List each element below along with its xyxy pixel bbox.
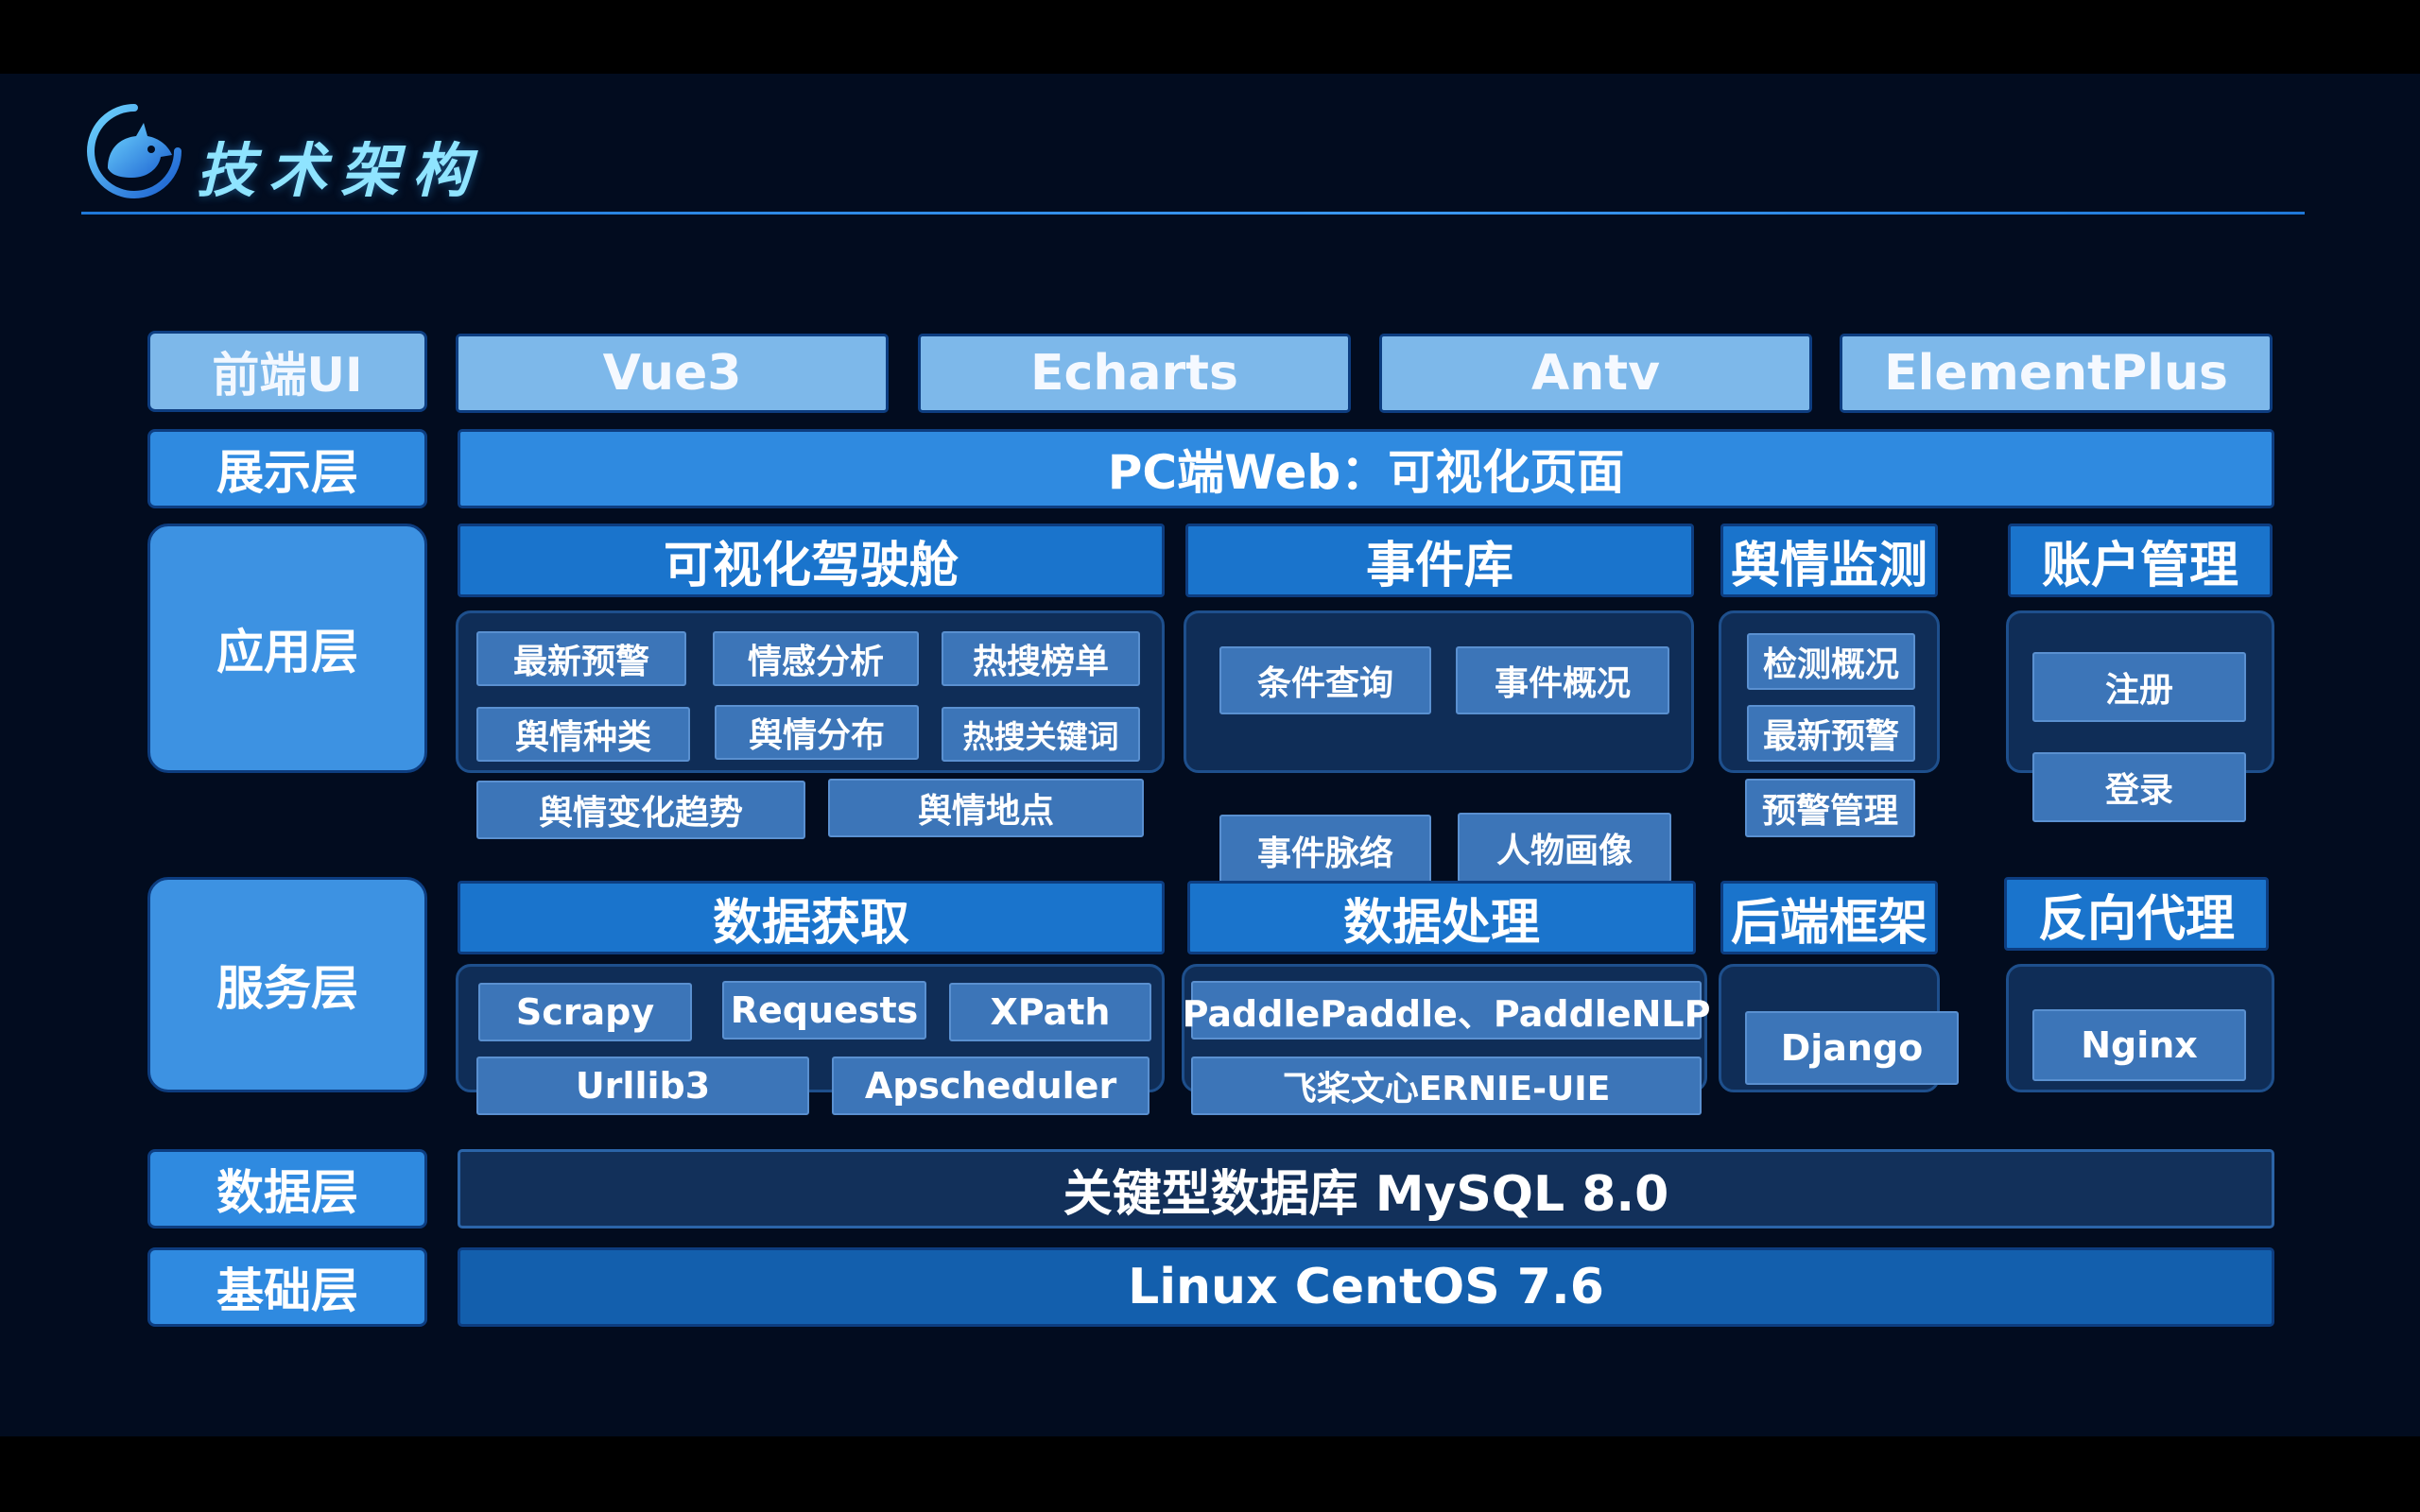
chip-register: 注册: [2032, 652, 2246, 722]
app-group-title-eventlib: 事件库: [1185, 524, 1694, 597]
chip-opinion-distribution: 舆情分布: [715, 705, 919, 760]
slide: 技术架构 前端UI Vue3 Echarts Antv ElementPlus …: [0, 74, 2420, 1436]
app-group-title-monitoring: 舆情监测: [1720, 524, 1938, 597]
service-group-title-processing: 数据处理: [1187, 881, 1696, 954]
chip-person-portrait: 人物画像: [1458, 813, 1671, 883]
chip-opinion-location: 舆情地点: [828, 779, 1144, 837]
chip-login: 登录: [2032, 752, 2246, 822]
app-group-title-account: 账户管理: [2008, 524, 2273, 597]
chip-django: Django: [1745, 1011, 1959, 1085]
header: 技术架构: [85, 102, 2307, 206]
frontend-item-echarts: Echarts: [918, 334, 1351, 413]
frontend-item-vue3: Vue3: [456, 334, 889, 413]
layer-label-application: 应用层: [147, 524, 427, 773]
chip-monitor-latest-warning: 最新预警: [1747, 705, 1915, 762]
chip-opinion-trend: 舆情变化趋势: [476, 781, 805, 839]
frontend-item-antv: Antv: [1379, 334, 1812, 413]
data-content: 关键型数据库 MySQL 8.0: [458, 1149, 2274, 1228]
chip-detection-overview: 检测概况: [1747, 633, 1915, 690]
chip-warning-management: 预警管理: [1745, 779, 1915, 837]
chip-opinion-type: 舆情种类: [476, 707, 690, 762]
chip-hot-search-list: 热搜榜单: [942, 631, 1140, 686]
chip-ernie-uie: 飞桨文心ERNIE-UIE: [1191, 1057, 1702, 1115]
layer-label-frontend: 前端UI: [147, 331, 427, 412]
layer-label-service: 服务层: [147, 877, 427, 1092]
service-group-title-backend: 后端框架: [1720, 881, 1938, 954]
rhino-logo-icon: [87, 104, 182, 198]
frontend-item-elementplus: ElementPlus: [1840, 334, 2273, 413]
chip-apscheduler: Apscheduler: [832, 1057, 1150, 1115]
chip-urllib3: Urllib3: [476, 1057, 809, 1115]
header-divider: [81, 212, 2305, 215]
service-group-title-acquisition: 数据获取: [458, 881, 1165, 954]
chip-hot-keywords: 热搜关键词: [942, 707, 1140, 762]
layer-label-base: 基础层: [147, 1247, 427, 1327]
chip-sentiment-analysis: 情感分析: [713, 631, 919, 686]
chip-xpath: XPath: [949, 983, 1151, 1041]
chip-paddlepaddle: PaddlePaddle、PaddleNLP: [1183, 981, 1710, 1040]
chip-requests: Requests: [722, 981, 926, 1040]
service-group-title-proxy: 反向代理: [2004, 877, 2269, 951]
display-content: PC端Web：可视化页面: [458, 429, 2274, 508]
chip-condition-query: 条件查询: [1219, 646, 1431, 714]
chip-nginx: Nginx: [2032, 1009, 2246, 1081]
layer-label-display: 展示层: [147, 429, 427, 508]
chip-event-overview: 事件概况: [1456, 646, 1669, 714]
chip-scrapy: Scrapy: [478, 983, 692, 1041]
app-group-title-cockpit: 可视化驾驶舱: [458, 524, 1165, 597]
chip-latest-warning: 最新预警: [476, 631, 686, 686]
chip-event-context: 事件脉络: [1219, 815, 1431, 886]
page-title: 技术架构: [197, 136, 485, 205]
layer-label-data: 数据层: [147, 1149, 427, 1228]
base-content: Linux CentOS 7.6: [458, 1247, 2274, 1327]
